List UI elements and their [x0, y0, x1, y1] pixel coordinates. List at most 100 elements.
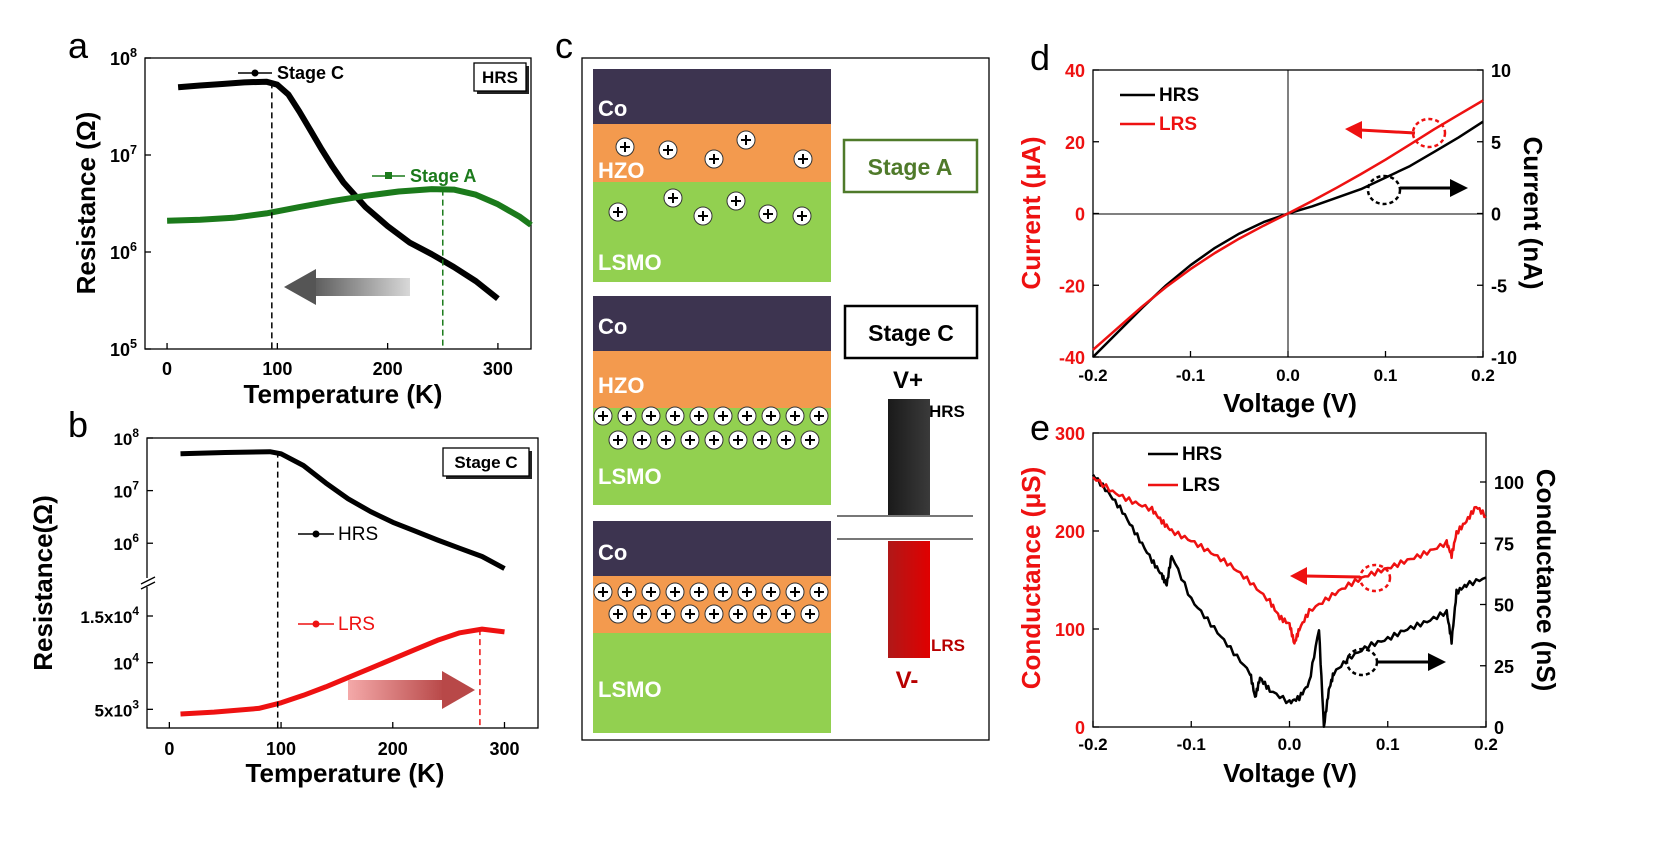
panel-b-letter: b [68, 404, 88, 445]
tick-label: 10 [1491, 61, 1511, 81]
series-line [1092, 99, 1484, 351]
panel-d-ylabel-right: Current (nA) [1518, 136, 1548, 289]
vacancy-ion [641, 406, 661, 426]
panel-c: c Co HZO LSMO Co HZO LSMO Co [555, 25, 990, 741]
panel-a-stage-a-label: Stage A [410, 166, 476, 186]
co-layer [593, 521, 831, 576]
vacancy-ion [632, 430, 652, 450]
vacancy-ion [632, 604, 652, 624]
tick-label: 100 [262, 359, 292, 379]
v-plus-label: V+ [893, 367, 923, 394]
tick-label: 0.2 [1471, 366, 1495, 385]
tick-label: 100 [266, 739, 296, 759]
vacancy-ion [761, 406, 781, 426]
panel-e-ylabel-right: Conductance (nS) [1531, 469, 1561, 691]
panel-a-stage-c-label: Stage C [277, 63, 344, 83]
tick-label: -0.1 [1177, 735, 1206, 754]
hzo-label: HZO [598, 373, 644, 398]
tick-label: 0 [162, 359, 172, 379]
tick-label: 100 [1494, 473, 1524, 493]
vacancy-ion [776, 604, 796, 624]
tick-label: 1.5x104 [80, 604, 139, 627]
tick-label: 50 [1494, 596, 1514, 616]
panel-c-stack-stage-c-lrs: Co LSMO [593, 521, 831, 733]
oxygen-vacancy-ions [593, 582, 829, 624]
tick-label: 104 [113, 651, 139, 674]
vacancy-ion [785, 406, 805, 426]
tick-label: 300 [1055, 424, 1085, 444]
tick-label: 200 [373, 359, 403, 379]
panel-e-series [1091, 473, 1487, 729]
tick-label: 105 [110, 337, 137, 360]
tick-label: 107 [110, 143, 137, 166]
panel-b-heating-arrow [348, 671, 475, 709]
vacancy-ion [656, 604, 676, 624]
series-line [180, 626, 505, 717]
tick-label: 108 [110, 46, 137, 69]
panel-b-lrs-legend: LRS [298, 614, 375, 635]
panel-d-legend: HRS LRS [1120, 85, 1199, 135]
panel-b-axis-break-mark [140, 581, 156, 590]
panel-a-frame [144, 57, 532, 350]
vacancy-ion [641, 582, 661, 602]
lsmo-layer [593, 633, 831, 733]
tick-label: 107 [113, 479, 139, 502]
panel-e-letter: e [1030, 407, 1050, 448]
panel-b-stage-c-box: Stage C [442, 447, 532, 479]
tick-label: 0 [164, 739, 174, 759]
vacancy-ion [693, 206, 713, 226]
lrs-bar-label: LRS [931, 636, 965, 655]
vacancy-ion [658, 140, 678, 160]
series-line [1091, 473, 1487, 729]
panel-b-axis-break-mark [140, 576, 156, 585]
vacancy-ion [704, 149, 724, 169]
tick-label: 5x103 [95, 697, 140, 720]
vacancy-ion [593, 406, 613, 426]
co-label: Co [598, 314, 627, 339]
panel-a-ylabel: Resistance (Ω) [71, 112, 101, 295]
vacancy-ion [704, 604, 724, 624]
series-line [177, 78, 500, 302]
tick-label: 0 [1494, 718, 1504, 738]
tick-label: 0 [1075, 205, 1085, 225]
vacancy-ion [809, 406, 829, 426]
tick-label: 0 [1491, 205, 1501, 225]
vacancy-ion [752, 430, 772, 450]
panel-e-legend-lrs: LRS [1182, 475, 1220, 496]
panel-d-series [1092, 99, 1484, 358]
panel-b-ylabel: Resistance(Ω) [28, 495, 58, 670]
tick-label: 0.1 [1376, 735, 1400, 754]
panel-b-hrs-label: HRS [338, 524, 378, 545]
panel-a-hrs-box-label: HRS [482, 68, 518, 87]
vacancy-ion [704, 430, 724, 450]
panel-d-legend-hrs: HRS [1159, 85, 1199, 106]
vacancy-ion [737, 406, 757, 426]
vacancy-ion [737, 582, 757, 602]
vacancy-ion [663, 188, 683, 208]
hzo-label: HZO [598, 158, 644, 183]
vacancy-ion [680, 430, 700, 450]
panel-c-stage-c-box: Stage C [843, 304, 979, 360]
lsmo-label: LSMO [598, 464, 662, 489]
tick-label: 20 [1065, 133, 1085, 153]
vacancy-ion [758, 204, 778, 224]
panel-c-stage-a-box: Stage A [842, 138, 979, 194]
tick-label: 106 [113, 531, 139, 554]
vacancy-ion [689, 406, 709, 426]
panel-d-axis-indicators [1345, 117, 1468, 206]
vacancy-ion [726, 191, 746, 211]
hzo-layer [593, 351, 831, 408]
vacancy-ion [728, 604, 748, 624]
vacancy-ion [656, 430, 676, 450]
tick-label: 200 [378, 739, 408, 759]
lrs-bar [888, 541, 930, 658]
vacancy-ion [713, 406, 733, 426]
tick-label: 0.0 [1276, 366, 1300, 385]
vacancy-ion [593, 582, 613, 602]
tick-label: 25 [1494, 657, 1514, 677]
